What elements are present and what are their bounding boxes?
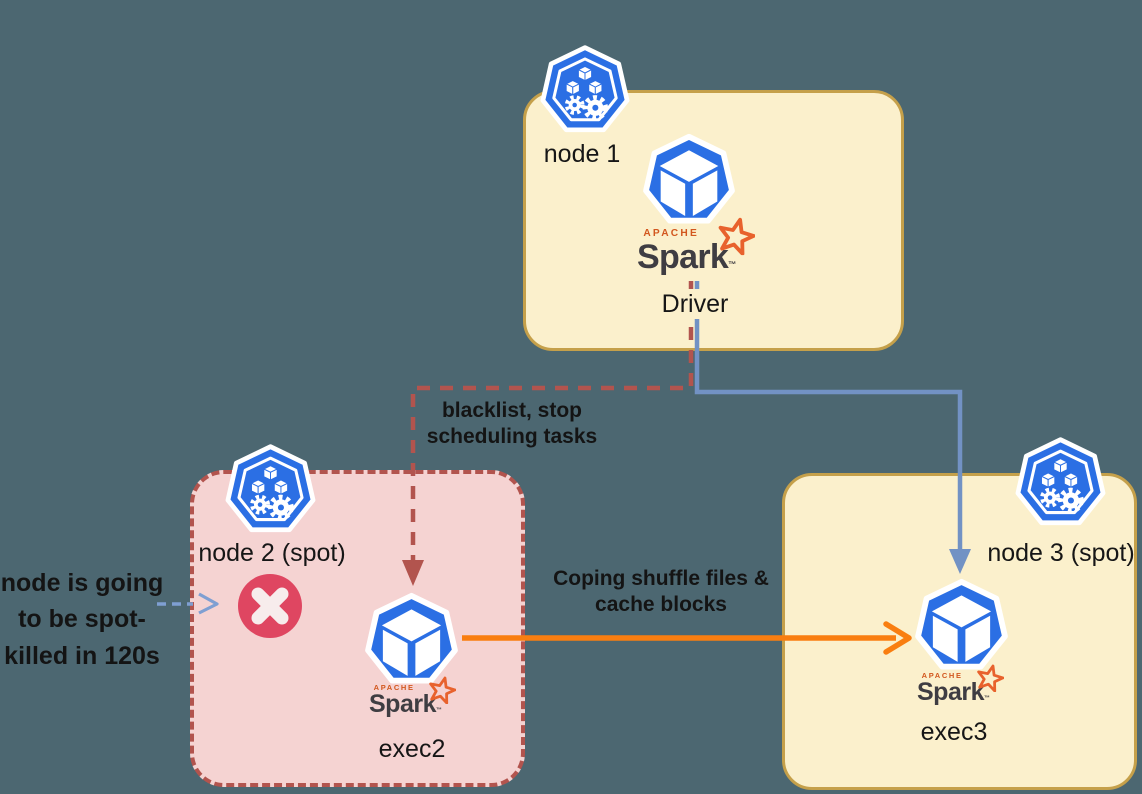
blacklist-line2: scheduling tasks	[426, 425, 598, 449]
spark-wordmark: Spark™	[637, 238, 737, 277]
pod-icon	[363, 590, 460, 687]
spark-wordmark: Spark™	[917, 678, 990, 707]
k8s-node-icon	[223, 441, 318, 536]
spot-kill-line2: to be spot-	[18, 605, 146, 634]
spark-apache-text: APACHE	[373, 683, 415, 692]
spark-tm: ™	[983, 695, 990, 702]
node1-label: node 1	[543, 140, 621, 168]
spot-kill-line1: node is going	[0, 569, 164, 597]
exec3-label: exec3	[920, 718, 988, 746]
spark-tm: ™	[728, 260, 737, 270]
pod-icon	[641, 131, 737, 227]
spot-kill-line3: killed in 120s	[4, 641, 160, 670]
driver-label: Driver	[653, 289, 737, 319]
k8s-node-icon	[1013, 434, 1108, 529]
spark-tm: ™	[435, 707, 442, 714]
failed-x-icon	[238, 574, 302, 638]
k8s-node-icon	[538, 42, 632, 136]
spark-logo: APACHE Spark™	[369, 684, 451, 717]
pod-icon	[913, 576, 1010, 673]
copy-annotation: Coping shuffle files & cache blocks	[553, 566, 769, 619]
spark-logo: APACHE Spark™	[637, 229, 749, 274]
spark-logo: APACHE Spark™	[917, 672, 999, 705]
spark-star-icon	[976, 664, 1004, 692]
copy-line2: cache blocks	[595, 593, 727, 617]
blacklist-line1: blacklist, stop	[441, 399, 583, 422]
node2-label: node 2 (spot)	[198, 539, 346, 567]
spark-apache-text: APACHE	[921, 671, 963, 680]
node3-label: node 3 (spot)	[987, 539, 1135, 567]
spot-kill-annotation: node is going to be spot- killed in 120s	[1, 565, 164, 674]
spark-star-icon	[717, 217, 755, 255]
spark-apache-text: APACHE	[643, 228, 700, 239]
spark-wordmark: Spark™	[369, 690, 442, 719]
copy-line1: Coping shuffle files &	[553, 567, 769, 590]
blacklist-annotation: blacklist, stop scheduling tasks	[427, 398, 597, 451]
exec2-label: exec2	[378, 735, 446, 763]
spark-star-icon	[428, 676, 456, 704]
